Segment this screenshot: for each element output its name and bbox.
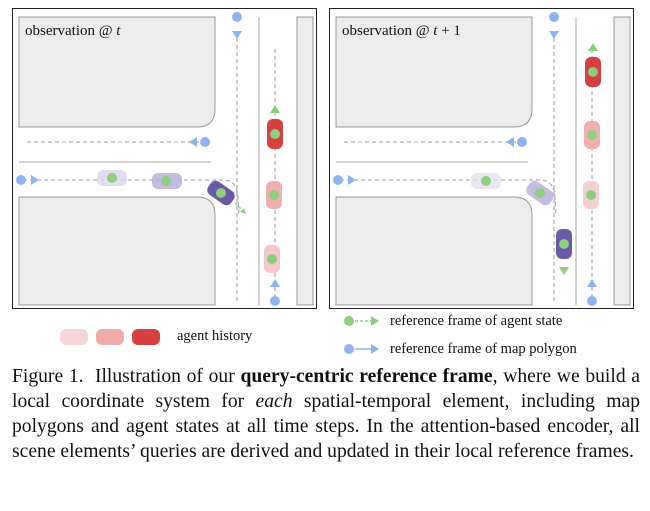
figure-label: Figure 1. (12, 366, 84, 387)
car-red-history-1 (264, 245, 280, 273)
car-history-2 (526, 180, 554, 206)
reference-frame-legend-icons (344, 316, 379, 354)
figure-caption: Figure 1. Illustration of our query-cent… (12, 366, 641, 462)
ego-car (556, 229, 572, 275)
legend-map-polygon-frame: reference frame of map polygon (390, 341, 577, 357)
observation-panel-t-plus-1: observation @ t + 1 (329, 8, 634, 309)
car-history-1 (97, 170, 127, 186)
scene-diagram-t (16, 12, 314, 306)
legend-agent-state-frame: reference frame of agent state (390, 313, 563, 329)
car-red-current (585, 43, 601, 87)
car-red-history-2 (266, 181, 282, 209)
car-red-history-1 (583, 181, 599, 209)
car-history-1 (471, 173, 501, 189)
car-red-history-2 (584, 121, 600, 149)
panel-title-t-plus-1: observation @ t + 1 (342, 23, 461, 39)
ego-car (207, 180, 246, 214)
legend-agent-history: agent history (177, 328, 253, 344)
observation-panel-t: observation @ t (12, 8, 317, 309)
panel-title-t: observation @ t (25, 23, 121, 39)
car-red-current (267, 105, 283, 149)
agent-history-legend-icons (60, 329, 160, 345)
scene-diagram-t-plus-1 (333, 12, 631, 306)
car-history-2 (152, 173, 182, 189)
